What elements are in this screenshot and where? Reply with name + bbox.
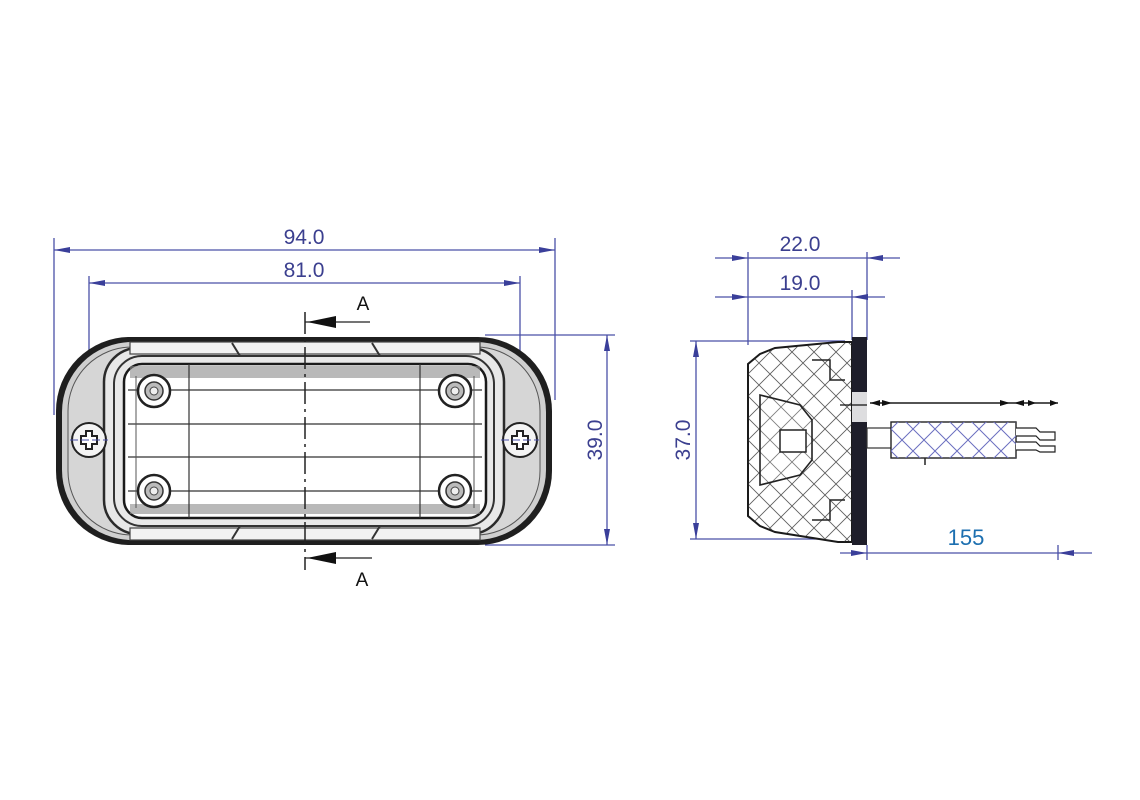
section-label-bottom: A — [356, 570, 369, 591]
dimension-side-height: 37.0 — [672, 340, 845, 540]
dimension-overall-depth: 22.0 — [715, 233, 900, 345]
dim-label-19: 19.0 — [780, 272, 821, 295]
front-view: 94.0 81.0 39.0 — [53, 226, 615, 591]
dim-label-81: 81.0 — [284, 259, 325, 282]
dimension-height: 39.0 — [485, 334, 615, 546]
dim-label-22: 22.0 — [780, 233, 821, 256]
led-boss-bottom-right — [437, 473, 473, 509]
dimension-body-depth: 19.0 — [715, 272, 885, 340]
dim-label-37: 37.0 — [672, 420, 695, 461]
led-boss-top-left — [136, 373, 172, 409]
dim-label-155: 155 — [948, 525, 985, 550]
dimension-cable-length: 155 — [840, 525, 1092, 560]
dim-label-94: 94.0 — [284, 226, 325, 249]
lamp-housing — [56, 337, 552, 545]
screw-icon-left — [70, 422, 108, 458]
led-boss-top-right — [437, 373, 473, 409]
lamp-side-section — [747, 337, 867, 545]
screw-icon-right — [501, 422, 539, 458]
dimension-overall-width: 94.0 — [53, 226, 556, 415]
cable — [866, 400, 1058, 465]
dim-label-39: 39.0 — [584, 420, 607, 461]
section-label-top: A — [357, 294, 370, 315]
side-view: 22.0 19.0 37.0 — [672, 233, 1092, 560]
led-boss-bottom-left — [136, 473, 172, 509]
section-line-a: A A — [304, 294, 372, 591]
